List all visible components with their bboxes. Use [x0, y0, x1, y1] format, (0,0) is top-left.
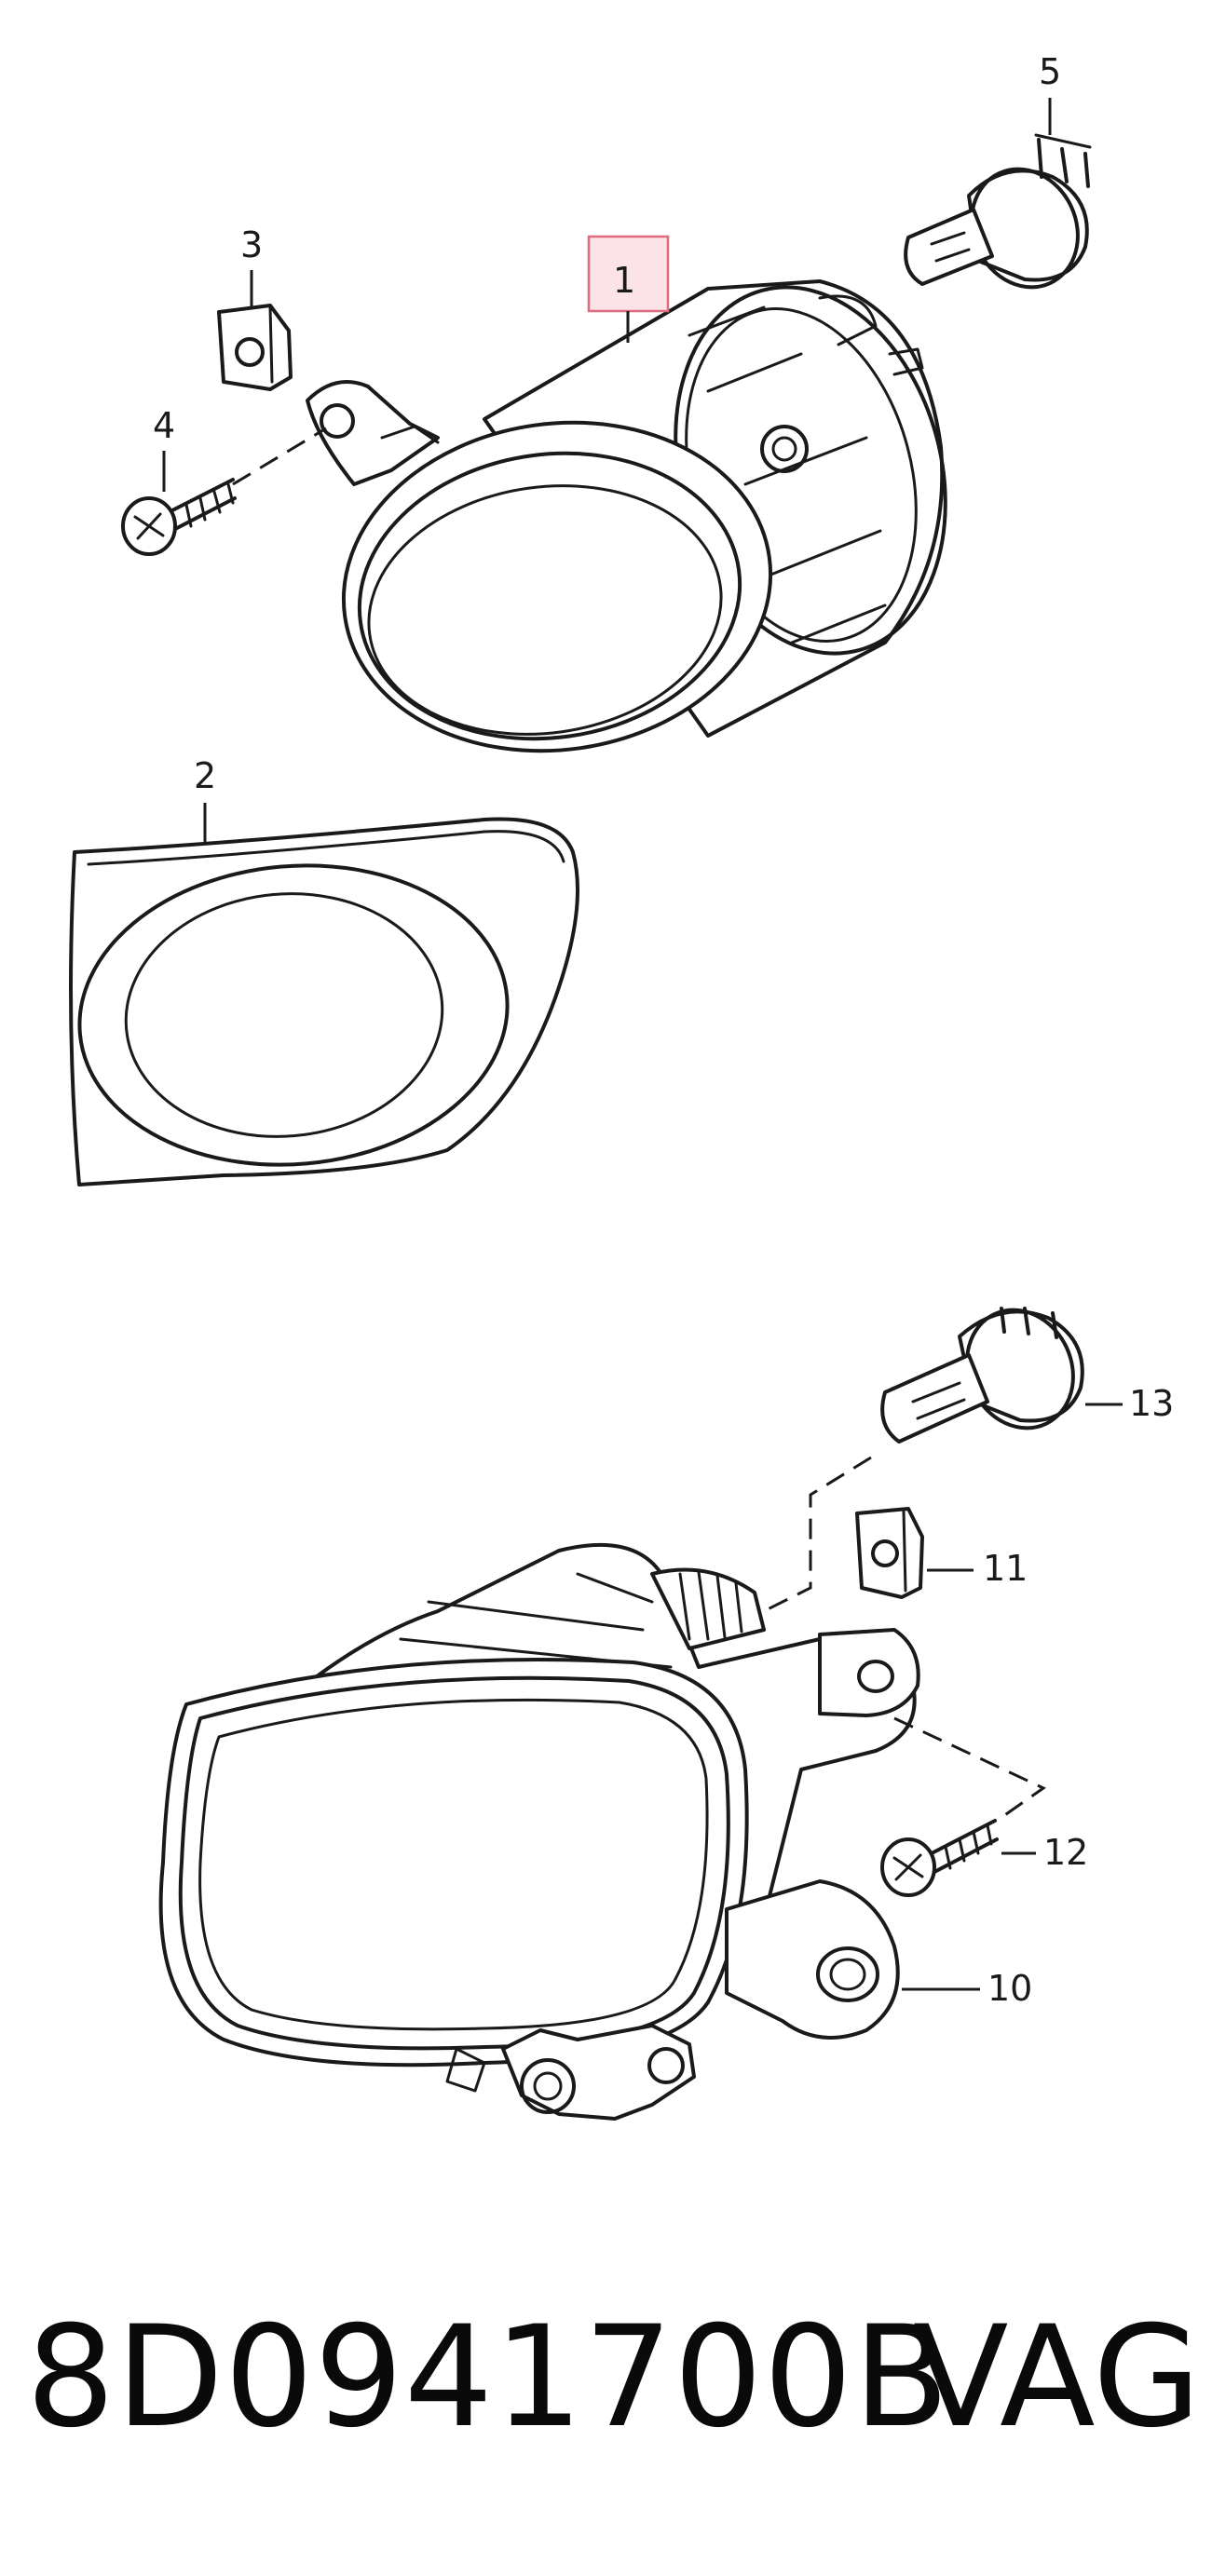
- callout-13: 13: [1129, 1383, 1174, 1424]
- callout-2: 2: [194, 755, 216, 796]
- fog-lamp-round: [306, 279, 947, 753]
- callout-4: 4: [153, 405, 175, 446]
- callout-11: 11: [983, 1548, 1028, 1589]
- fog-lamp-oval: [158, 1542, 920, 2121]
- callout-12: 12: [1043, 1832, 1088, 1873]
- dash-12: [893, 1716, 1046, 1823]
- part-number: 8D0941700B: [26, 2297, 950, 2459]
- callout-5: 5: [1039, 51, 1061, 92]
- dash-13: [763, 1456, 872, 1613]
- callout-10: 10: [987, 1968, 1032, 2009]
- callout-1: 1: [613, 260, 635, 301]
- clip-3: [217, 304, 293, 391]
- callout-3: 3: [240, 224, 263, 265]
- bulb-13: [880, 1307, 1084, 1444]
- screw-12: [880, 1819, 999, 1897]
- screw-4: [121, 478, 237, 556]
- dash-4: [232, 427, 327, 486]
- brand-label: VAG: [913, 2297, 1202, 2459]
- trim-bezel-2: [69, 817, 579, 1186]
- bulb-5: [904, 133, 1092, 290]
- clip-11: [855, 1507, 924, 1599]
